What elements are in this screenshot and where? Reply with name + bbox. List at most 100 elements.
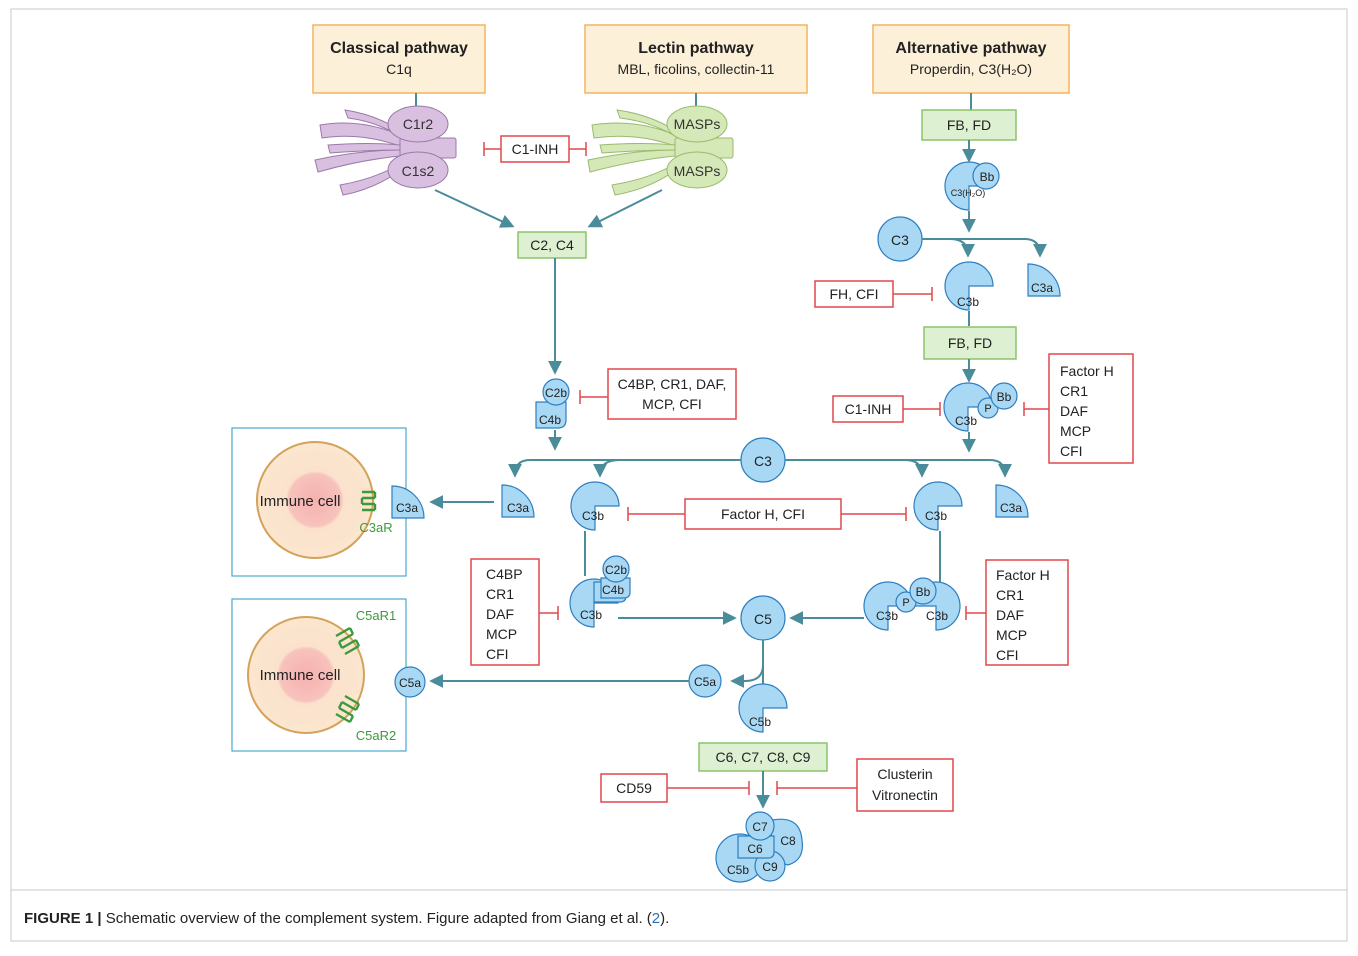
c4b2b-convertase-icon bbox=[535, 378, 570, 429]
c5b-icon bbox=[738, 683, 788, 733]
mac-c5b-label: C5b bbox=[727, 863, 749, 877]
p-label-low: P bbox=[902, 597, 909, 609]
c4bp-line2: MCP, CFI bbox=[642, 396, 702, 412]
mac-c7-label: C7 bbox=[752, 820, 768, 834]
c4bp-line1: C4BP, CR1, DAF, bbox=[618, 376, 727, 392]
c3a-right-icon bbox=[995, 484, 1029, 518]
c4b2b3b-c5-convertase-icon bbox=[569, 555, 631, 628]
c1-inh-label: C1-INH bbox=[512, 141, 559, 157]
reg-rl-0: Factor H bbox=[996, 567, 1050, 583]
cd59-inhibitor: CD59 bbox=[600, 773, 750, 803]
reg-l-1: CR1 bbox=[486, 586, 514, 602]
c3a-left-icon bbox=[501, 484, 535, 518]
c3a-right-label: C3a bbox=[1000, 501, 1022, 515]
lectin-pathway-title: Lectin pathway bbox=[638, 40, 754, 57]
mac-c6-label: C6 bbox=[747, 842, 763, 856]
classical-pathway-box: Classical pathway C1q bbox=[312, 24, 486, 94]
c1-inh-inhibitor-alt: C1-INH bbox=[832, 395, 941, 423]
c3b-alt-1-icon bbox=[944, 261, 994, 311]
c2-c4-box: C2, C4 bbox=[517, 231, 587, 259]
immune-cell-panel-c5a: Immune cell C5aR1 C5aR2 C5a bbox=[231, 598, 426, 752]
fb-fd-box-mid: FB, FD bbox=[923, 326, 1017, 360]
fh-cfi-inhibitor: FH, CFI bbox=[814, 280, 933, 308]
fh-cfi-label: FH, CFI bbox=[830, 286, 879, 302]
c3h2o-label: C3(H₂O) bbox=[951, 188, 986, 198]
caption-label: FIGURE 1 | bbox=[24, 910, 102, 927]
c5-label: C5 bbox=[754, 611, 772, 627]
c2b-left-label: C2b bbox=[605, 563, 627, 577]
regulators-right-low: Factor H CR1 DAF MCP CFI bbox=[965, 559, 1069, 666]
c5ar2-label: C5aR2 bbox=[356, 728, 396, 743]
fb-fd-label-top: FB, FD bbox=[947, 117, 991, 133]
c3b-conv-left-label: C3b bbox=[580, 608, 602, 622]
immune-cell-label-2: Immune cell bbox=[260, 667, 341, 684]
c1r2-label: C1r2 bbox=[403, 116, 434, 132]
c3bbbp-convertase-icon bbox=[943, 382, 1018, 432]
reg-rl-3: MCP bbox=[996, 627, 1027, 643]
c2-c4-label: C2, C4 bbox=[530, 237, 574, 253]
reg-rt-2: DAF bbox=[1060, 403, 1088, 419]
classical-pathway-title: Classical pathway bbox=[330, 40, 468, 57]
figure-frame bbox=[10, 8, 1348, 942]
mac-c8-label: C8 bbox=[780, 834, 796, 848]
alternative-pathway-sub: Properdin, C3(H₂O) bbox=[910, 61, 1032, 77]
c5ar1-receptor-icon bbox=[335, 626, 361, 656]
mac-c9-label: C9 bbox=[762, 860, 778, 874]
c3b-right-label: C3b bbox=[925, 509, 947, 523]
reg-rt-3: MCP bbox=[1060, 423, 1091, 439]
c5ar2-receptor-icon bbox=[335, 694, 361, 724]
c5a-bound-label: C5a bbox=[399, 676, 421, 690]
bb-label-top: Bb bbox=[980, 170, 995, 184]
c3b-left-icon bbox=[570, 481, 620, 531]
c6-c9-box: C6, C7, C8, C9 bbox=[698, 742, 828, 772]
c5b-label: C5b bbox=[749, 715, 771, 729]
reg-rl-4: CFI bbox=[996, 647, 1019, 663]
c3b-label-mid: C3b bbox=[955, 414, 977, 428]
immune-cell-label-1: Immune cell bbox=[260, 493, 341, 510]
fb-fd-label-mid: FB, FD bbox=[948, 335, 992, 351]
figure-caption: FIGURE 1 | Schematic overview of the com… bbox=[24, 910, 669, 927]
bb-label-mid: Bb bbox=[997, 390, 1012, 404]
masps-top-label: MASPs bbox=[674, 116, 721, 132]
c3h2o-bb-icon bbox=[944, 161, 1000, 211]
caption-text: Schematic overview of the complement sys… bbox=[101, 910, 652, 927]
alternative-pathway-title: Alternative pathway bbox=[895, 40, 1046, 57]
reg-l-0: C4BP bbox=[486, 566, 523, 582]
lectin-pathway-sub: MBL, ficolins, collectin-11 bbox=[618, 61, 775, 77]
c3a-alt-1-label: C3a bbox=[1031, 281, 1053, 295]
c4bp-inhibitor: C4BP, CR1, DAF, MCP, CFI bbox=[579, 368, 737, 420]
mbl-masps-complex-icon bbox=[587, 105, 734, 196]
p-label-mid: P bbox=[984, 403, 991, 415]
c4b-label: C4b bbox=[539, 413, 561, 427]
immune-cell-panel-c3a: Immune cell C3aR C3a bbox=[231, 427, 425, 577]
reg-l-2: DAF bbox=[486, 606, 514, 622]
c3b-conv-right-a: C3b bbox=[876, 609, 898, 623]
c3bbbc3b-c5-convertase-icon bbox=[863, 577, 961, 631]
alternative-pathway-box: Alternative pathway Properdin, C3(H₂O) bbox=[872, 24, 1070, 94]
clusterin-line2: Vitronectin bbox=[872, 787, 938, 803]
reg-rt-1: CR1 bbox=[1060, 383, 1088, 399]
c3ar-label: C3aR bbox=[359, 520, 392, 535]
c4b-left-label: C4b bbox=[602, 583, 624, 597]
c1-complex-icon bbox=[314, 105, 457, 196]
c1-inh-alt-label: C1-INH bbox=[845, 401, 892, 417]
reg-rl-1: CR1 bbox=[996, 587, 1024, 603]
classical-pathway-sub: C1q bbox=[386, 61, 412, 77]
c3a-left-label: C3a bbox=[507, 501, 529, 515]
bb-label-low: Bb bbox=[916, 585, 931, 599]
c3b-left-label: C3b bbox=[582, 509, 604, 523]
c3ar-receptor-icon bbox=[360, 490, 377, 512]
factorh-cfi-label: Factor H, CFI bbox=[721, 506, 805, 522]
regulators-right-top: Factor H CR1 DAF MCP CFI bbox=[1023, 353, 1134, 464]
lectin-pathway-box: Lectin pathway MBL, ficolins, collectin-… bbox=[584, 24, 808, 94]
cd59-label: CD59 bbox=[616, 780, 652, 796]
c2b-label: C2b bbox=[545, 386, 567, 400]
reg-l-3: MCP bbox=[486, 626, 517, 642]
c3-top-label: C3 bbox=[891, 232, 909, 248]
c5a-center-label: C5a bbox=[694, 675, 716, 689]
caption-ref-link[interactable]: 2 bbox=[651, 910, 661, 927]
c3a-alt-1-icon bbox=[1027, 263, 1061, 297]
c3a-bound-label: C3a bbox=[396, 501, 418, 515]
masps-bottom-label: MASPs bbox=[674, 163, 721, 179]
